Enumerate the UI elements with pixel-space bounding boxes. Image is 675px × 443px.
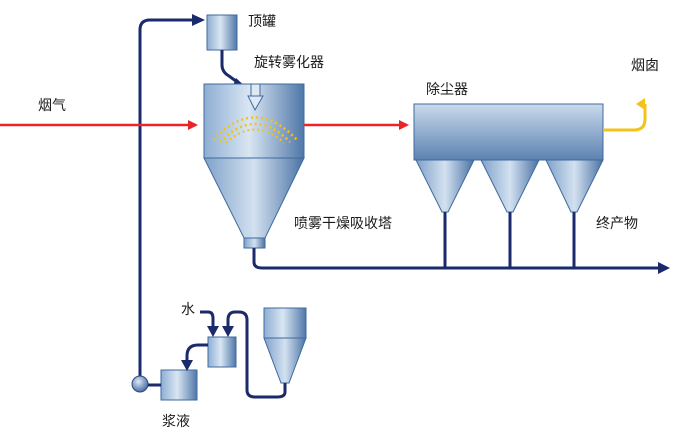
top-tank-label: 顶罐 [248,14,276,30]
water-label: 水 [181,302,195,318]
lime-silo [263,307,307,384]
silo-to-mixer-pipe [222,310,287,399]
product-line [252,212,670,274]
rotary-atomizer-label: 旋转雾化器 [254,55,324,71]
pump [131,375,149,393]
water-inlet-pipe [200,310,219,337]
chimney-label: 烟囱 [631,58,659,74]
exhaust-line [603,98,647,132]
spray-tower-label: 喷雾干燥吸收塔 [294,216,392,232]
mixer-to-slurry-pipe [181,343,208,371]
slurry-label: 浆液 [162,414,190,430]
dust-collector-label: 除尘器 [426,82,468,98]
dust-collector [413,103,604,213]
rotary-atomizer [212,83,298,144]
end-product-label: 终产物 [596,216,638,232]
slurry-tank [160,369,198,401]
flue-gas-label: 烟气 [38,98,66,114]
top-tank [206,14,238,51]
feed-pipe [131,14,205,393]
mixing-tank [207,336,237,368]
